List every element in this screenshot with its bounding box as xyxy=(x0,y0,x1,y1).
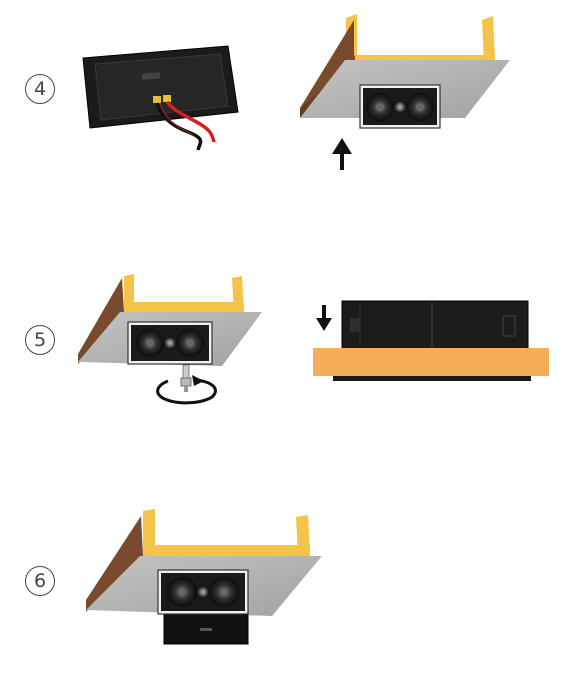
step-6-number: 6 xyxy=(25,566,55,596)
down-arrow-icon xyxy=(316,305,332,331)
screw-icon xyxy=(180,364,192,392)
step-4-speaker-back xyxy=(82,45,239,129)
step-5-ceiling-board xyxy=(78,274,262,366)
step-4-number: 4 xyxy=(25,74,55,104)
step-6-ceiling-board xyxy=(86,509,322,645)
step-4-ceiling-board xyxy=(300,14,510,129)
rotate-arrow-icon xyxy=(156,375,217,405)
step-5-side-view xyxy=(313,300,549,381)
up-arrow-icon xyxy=(332,138,352,170)
step-5-number: 5 xyxy=(25,325,55,355)
step-4-wires xyxy=(155,100,216,151)
